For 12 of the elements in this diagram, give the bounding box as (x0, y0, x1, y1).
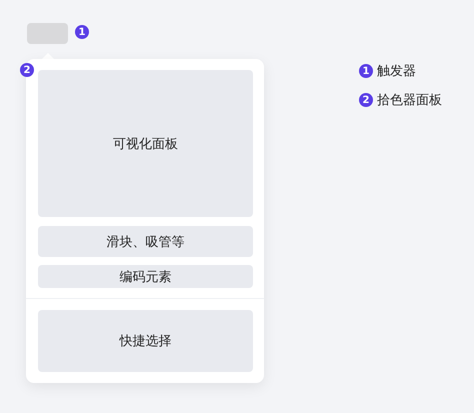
callout-number: 1 (75, 25, 89, 39)
legend-text: 触发器 (377, 63, 416, 80)
quick-select-panel: 快捷选择 (38, 310, 253, 372)
callout-number: 2 (20, 63, 34, 77)
slider-panel: 滑块、吸管等 (38, 226, 253, 257)
callout-number: 1 (359, 64, 373, 78)
encoding-panel: 编码元素 (38, 265, 253, 288)
trigger-box (27, 23, 68, 44)
popup-panel (26, 59, 264, 383)
legend-text: 拾色器面板 (377, 92, 442, 109)
visual-panel: 可视化面板 (38, 70, 253, 217)
callout-number: 2 (359, 93, 373, 107)
